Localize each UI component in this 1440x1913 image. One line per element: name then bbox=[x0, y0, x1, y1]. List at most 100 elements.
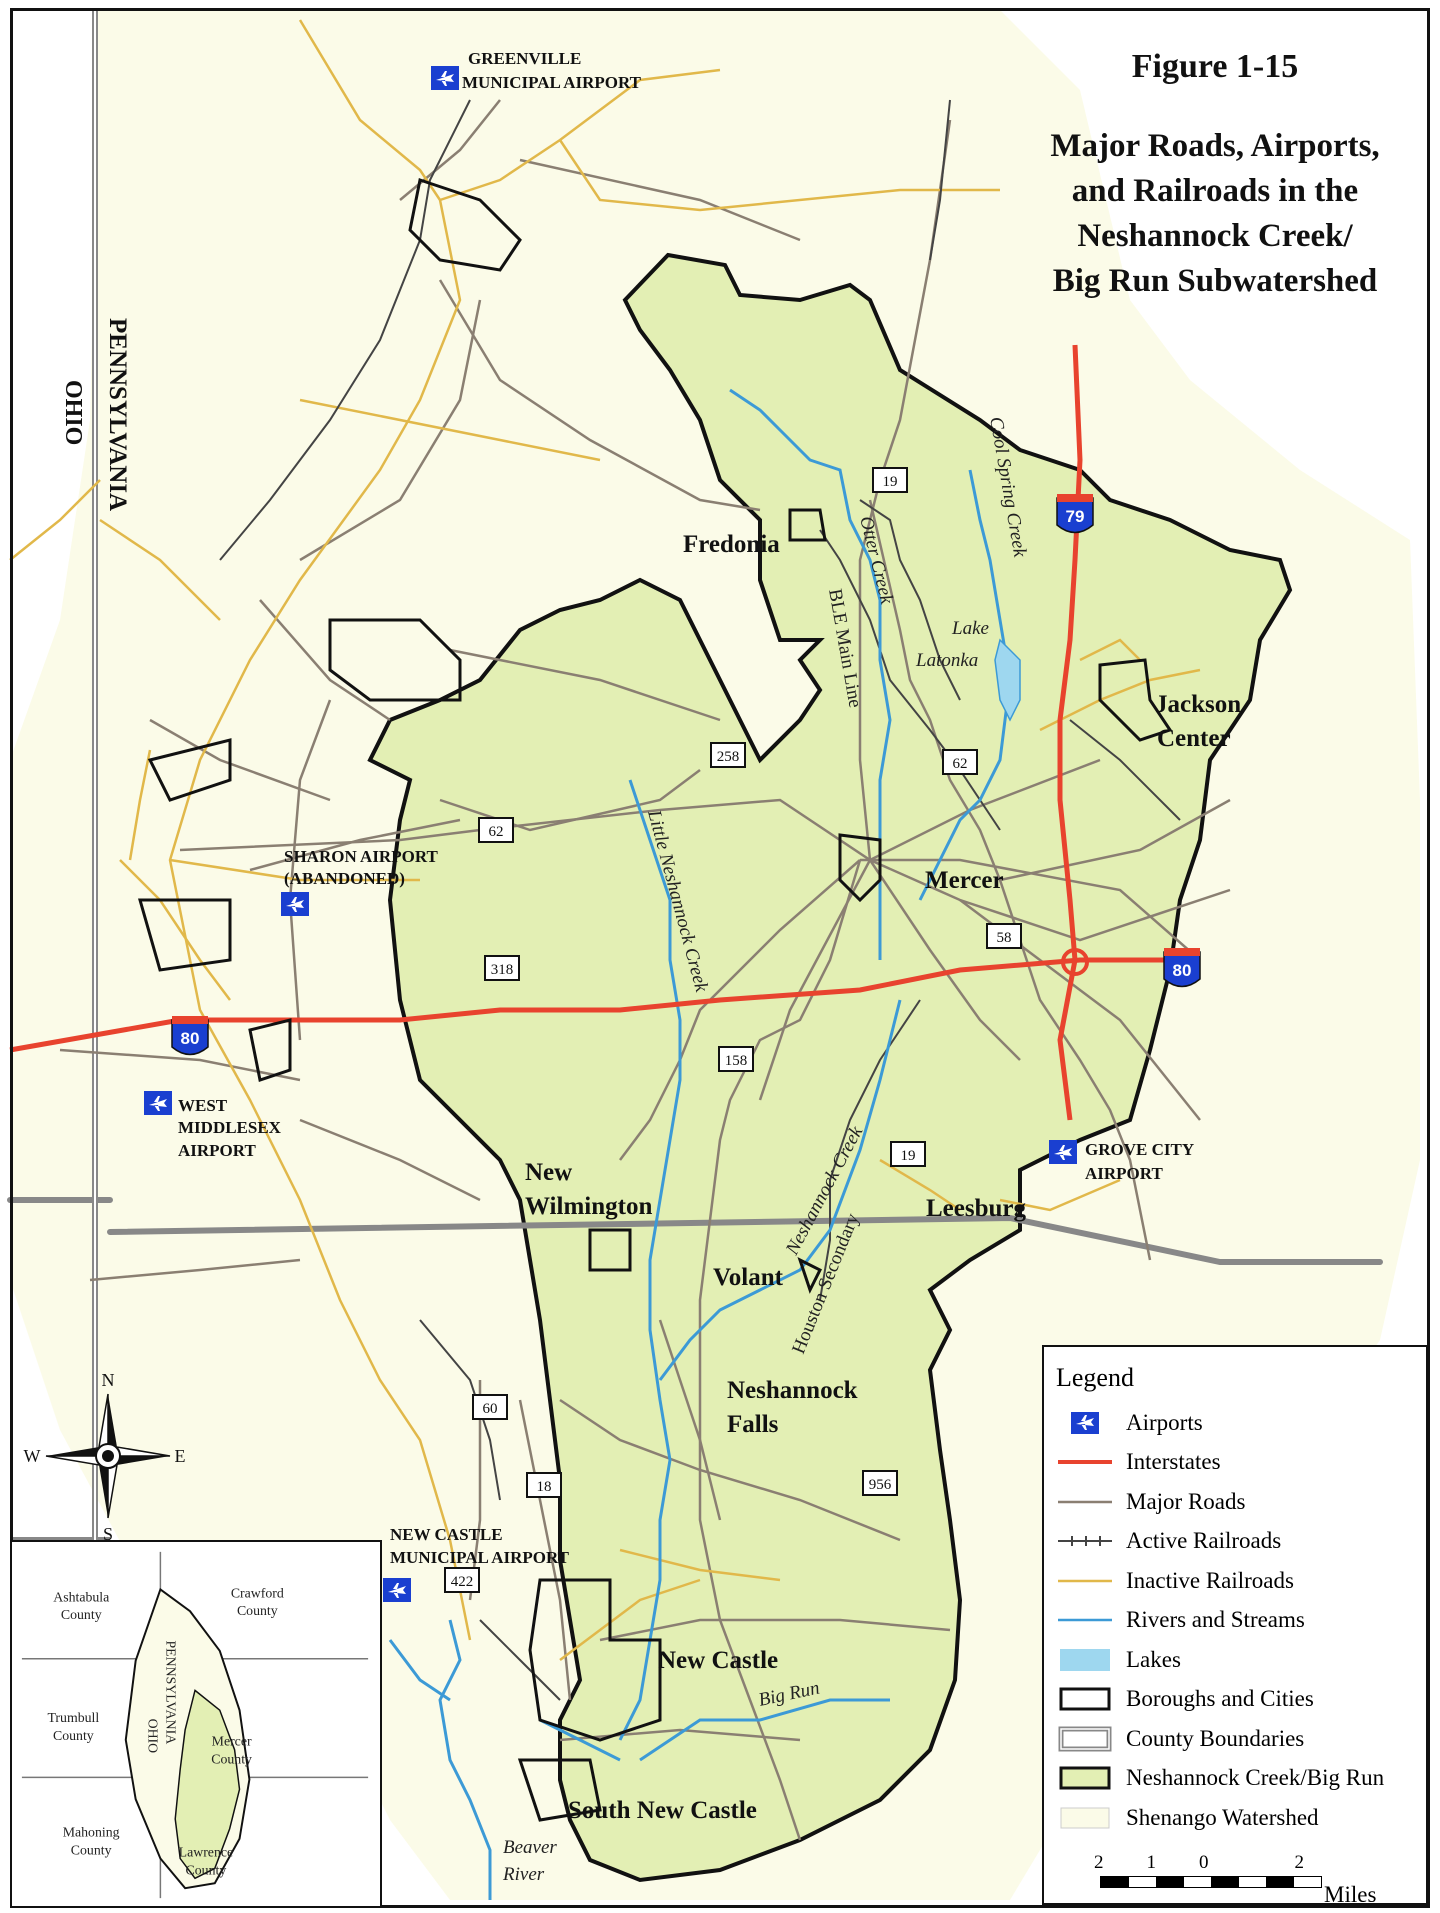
legend-row-active-railroads: Active Railroads bbox=[1056, 1522, 1414, 1562]
svg-text:158: 158 bbox=[725, 1053, 748, 1069]
svg-text:18: 18 bbox=[537, 1479, 552, 1495]
legend-row-interstates: Interstates bbox=[1056, 1443, 1414, 1483]
inset-mahoning: Mahoning bbox=[63, 1825, 120, 1840]
svg-text:58: 58 bbox=[997, 930, 1012, 946]
legend-symbol-major-roads bbox=[1056, 1489, 1114, 1515]
route-shield-19-south: 19 bbox=[890, 1141, 926, 1167]
legend-label-interstates: Interstates bbox=[1126, 1449, 1221, 1475]
svg-text:79: 79 bbox=[1066, 507, 1085, 526]
legend-label-rivers: Rivers and Streams bbox=[1126, 1607, 1305, 1633]
legend-label-inactive-railroads: Inactive Railroads bbox=[1126, 1567, 1294, 1593]
route-shield-19-north: 19 bbox=[872, 467, 908, 493]
route-shield-158: 158 bbox=[718, 1046, 754, 1072]
svg-text:19: 19 bbox=[901, 1148, 916, 1164]
legend-row-shenango: Shenango Watershed bbox=[1056, 1798, 1414, 1838]
route-shield-258: 258 bbox=[710, 742, 746, 768]
svg-text:318: 318 bbox=[491, 962, 514, 978]
boroughs bbox=[138, 178, 1173, 1822]
inset-ashtabula: Ashtabula bbox=[53, 1589, 109, 1604]
airport-icon-grove-city bbox=[1049, 1140, 1077, 1164]
airport-label-new-castle: NEW CASTLE bbox=[390, 1525, 503, 1544]
legend-row-lakes: Lakes bbox=[1056, 1640, 1414, 1680]
legend-row-county-boundaries: County Boundaries bbox=[1056, 1719, 1414, 1759]
compass-e: E bbox=[175, 1446, 186, 1466]
airport-label-sharon: SHARON AIRPORT bbox=[284, 847, 438, 866]
route-shield-i80-west: 80 bbox=[171, 1016, 209, 1056]
title-line-1: Major Roads, Airports, bbox=[1050, 128, 1380, 164]
inset-mahoning-2: County bbox=[71, 1843, 112, 1858]
airport-icon bbox=[1056, 1410, 1114, 1436]
inset-pennsylvania: PENNSYLVANIA bbox=[163, 1640, 178, 1744]
scale-bar-graphic bbox=[1100, 1875, 1322, 1888]
inset-mercer-2: County bbox=[211, 1752, 252, 1767]
legend-row-rivers: Rivers and Streams bbox=[1056, 1601, 1414, 1641]
svg-text:62: 62 bbox=[953, 756, 968, 772]
legend-symbol-active-railroads bbox=[1056, 1528, 1114, 1554]
compass-rose: N S W E bbox=[24, 1370, 186, 1544]
airport-icon-greenville bbox=[431, 66, 459, 90]
place-label-south-new-castle: South New Castle bbox=[568, 1797, 757, 1824]
legend-label-active-railroads: Active Railroads bbox=[1126, 1528, 1282, 1554]
place-label-leesburg: Leesburg bbox=[926, 1195, 1027, 1222]
compass-s: S bbox=[103, 1524, 113, 1544]
legend-label-boroughs: Boroughs and Cities bbox=[1126, 1686, 1314, 1712]
legend-label-county-boundaries: County Boundaries bbox=[1126, 1725, 1305, 1751]
compass-w: W bbox=[24, 1446, 41, 1466]
inset-mercer: Mercer bbox=[212, 1734, 252, 1749]
place-label-new-wilmington: New bbox=[525, 1159, 572, 1186]
inset-trumbull-2: County bbox=[53, 1728, 94, 1743]
route-shield-956: 956 bbox=[862, 1470, 898, 1496]
airport-icon-sharon bbox=[281, 892, 309, 916]
route-shield-58: 58 bbox=[986, 923, 1022, 949]
inset-trumbull: Trumbull bbox=[47, 1710, 99, 1725]
inset-lawrence-2: County bbox=[186, 1862, 227, 1877]
svg-text:60: 60 bbox=[483, 1401, 498, 1417]
legend: Legend Airports Interstates Major Roads … bbox=[1042, 1345, 1428, 1907]
place-label-neshannock-falls: Neshannock bbox=[727, 1377, 858, 1404]
inset-subwatershed bbox=[174, 1689, 241, 1880]
route-shield-60: 60 bbox=[472, 1394, 508, 1420]
airport-icon-new-castle bbox=[383, 1578, 411, 1602]
state-label-ohio: OHIO bbox=[60, 380, 86, 445]
svg-text:62: 62 bbox=[489, 824, 504, 840]
label-beaver-river: Beaver bbox=[503, 1837, 557, 1858]
route-shield-i79: 79 bbox=[1056, 494, 1094, 534]
label-lake-latonka: Lake bbox=[951, 618, 989, 639]
legend-label-major-roads: Major Roads bbox=[1126, 1488, 1246, 1514]
place-label-new-wilmington-2: Wilmington bbox=[525, 1193, 652, 1220]
inset-lawrence: Lawrence bbox=[179, 1845, 234, 1860]
legend-symbol-shenango bbox=[1056, 1805, 1114, 1831]
scale-bar: 2 1 0 2 Miles bbox=[1056, 1852, 1414, 1912]
legend-label-airports: Airports bbox=[1126, 1409, 1203, 1435]
airport-label-west-middlesex: WEST bbox=[178, 1096, 228, 1115]
legend-label-subwatershed: Neshannock Creek/Big Run bbox=[1126, 1765, 1385, 1791]
svg-text:80: 80 bbox=[181, 1029, 200, 1048]
legend-symbol-inactive-railroads bbox=[1056, 1568, 1114, 1594]
route-shield-422: 422 bbox=[444, 1567, 480, 1593]
legend-label-shenango: Shenango Watershed bbox=[1126, 1804, 1319, 1830]
airport-label-new-castle-2: MUNICIPAL AIRPORT bbox=[390, 1548, 570, 1567]
legend-symbol-rivers bbox=[1056, 1607, 1114, 1633]
inset-crawford: Crawford bbox=[231, 1585, 284, 1600]
legend-symbol-interstates bbox=[1056, 1449, 1114, 1475]
scale-tick-1: 2 bbox=[1094, 1851, 1104, 1873]
legend-row-major-roads: Major Roads bbox=[1056, 1482, 1414, 1522]
legend-symbol-county-boundaries bbox=[1056, 1726, 1114, 1752]
svg-text:422: 422 bbox=[451, 1574, 474, 1590]
legend-row-airports: Airports bbox=[1056, 1403, 1414, 1443]
place-label-jackson-center: Jackson bbox=[1155, 691, 1241, 718]
figure-number: Figure 1-15 bbox=[1131, 48, 1299, 85]
airport-label-west-middlesex-2: MIDDLESEX bbox=[178, 1118, 282, 1137]
subwatershed-boundary bbox=[367, 252, 1293, 1883]
legend-label-lakes: Lakes bbox=[1126, 1646, 1181, 1672]
title-block: Figure 1-15 Major Roads, Airports, and R… bbox=[1000, 48, 1430, 304]
legend-symbol-boroughs bbox=[1056, 1686, 1114, 1712]
inset-ohio: OHIO bbox=[146, 1719, 161, 1754]
svg-text:956: 956 bbox=[869, 1477, 892, 1493]
place-label-neshannock-falls-2: Falls bbox=[727, 1411, 779, 1438]
route-shield-318: 318 bbox=[484, 955, 520, 981]
label-beaver-river-2: River bbox=[502, 1864, 545, 1885]
legend-title: Legend bbox=[1056, 1363, 1134, 1392]
route-shield-18: 18 bbox=[526, 1472, 562, 1498]
place-label-fredonia: Fredonia bbox=[683, 531, 780, 558]
